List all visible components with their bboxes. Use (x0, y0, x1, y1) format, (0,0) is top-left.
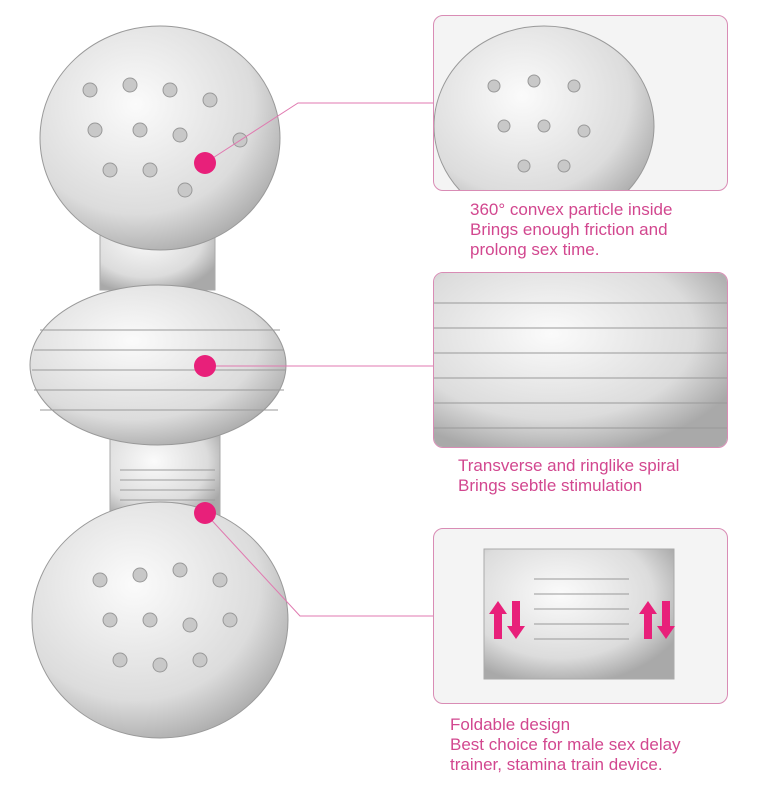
caption-line: trainer, stamina train device. (450, 755, 663, 774)
detail-image-foldable (433, 528, 728, 704)
callout-caption-foldable: Foldable design Best choice for male sex… (450, 715, 681, 775)
caption-line: Brings sebtle stimulation (458, 476, 643, 495)
marker-dot (194, 152, 216, 174)
callout-caption-particles: 360° convex particle inside Brings enoug… (470, 200, 672, 260)
callout-leader-lines (204, 102, 433, 617)
caption-line: Transverse and ringlike spiral (458, 456, 680, 475)
caption-line: prolong sex time. (470, 240, 600, 259)
marker-dot (194, 355, 216, 377)
caption-line: Foldable design (450, 715, 571, 734)
detail-image-particles (433, 15, 728, 191)
caption-line: 360° convex particle inside (470, 200, 673, 219)
callout-caption-spiral: Transverse and ringlike spiral Brings se… (458, 456, 679, 496)
product-body (29, 25, 289, 739)
caption-line: Brings enough friction and (470, 220, 668, 239)
marker-dot (194, 502, 216, 524)
detail-image-spiral (433, 272, 728, 448)
fold-arrows-icon (489, 601, 675, 639)
caption-line: Best choice for male sex delay (450, 735, 681, 754)
